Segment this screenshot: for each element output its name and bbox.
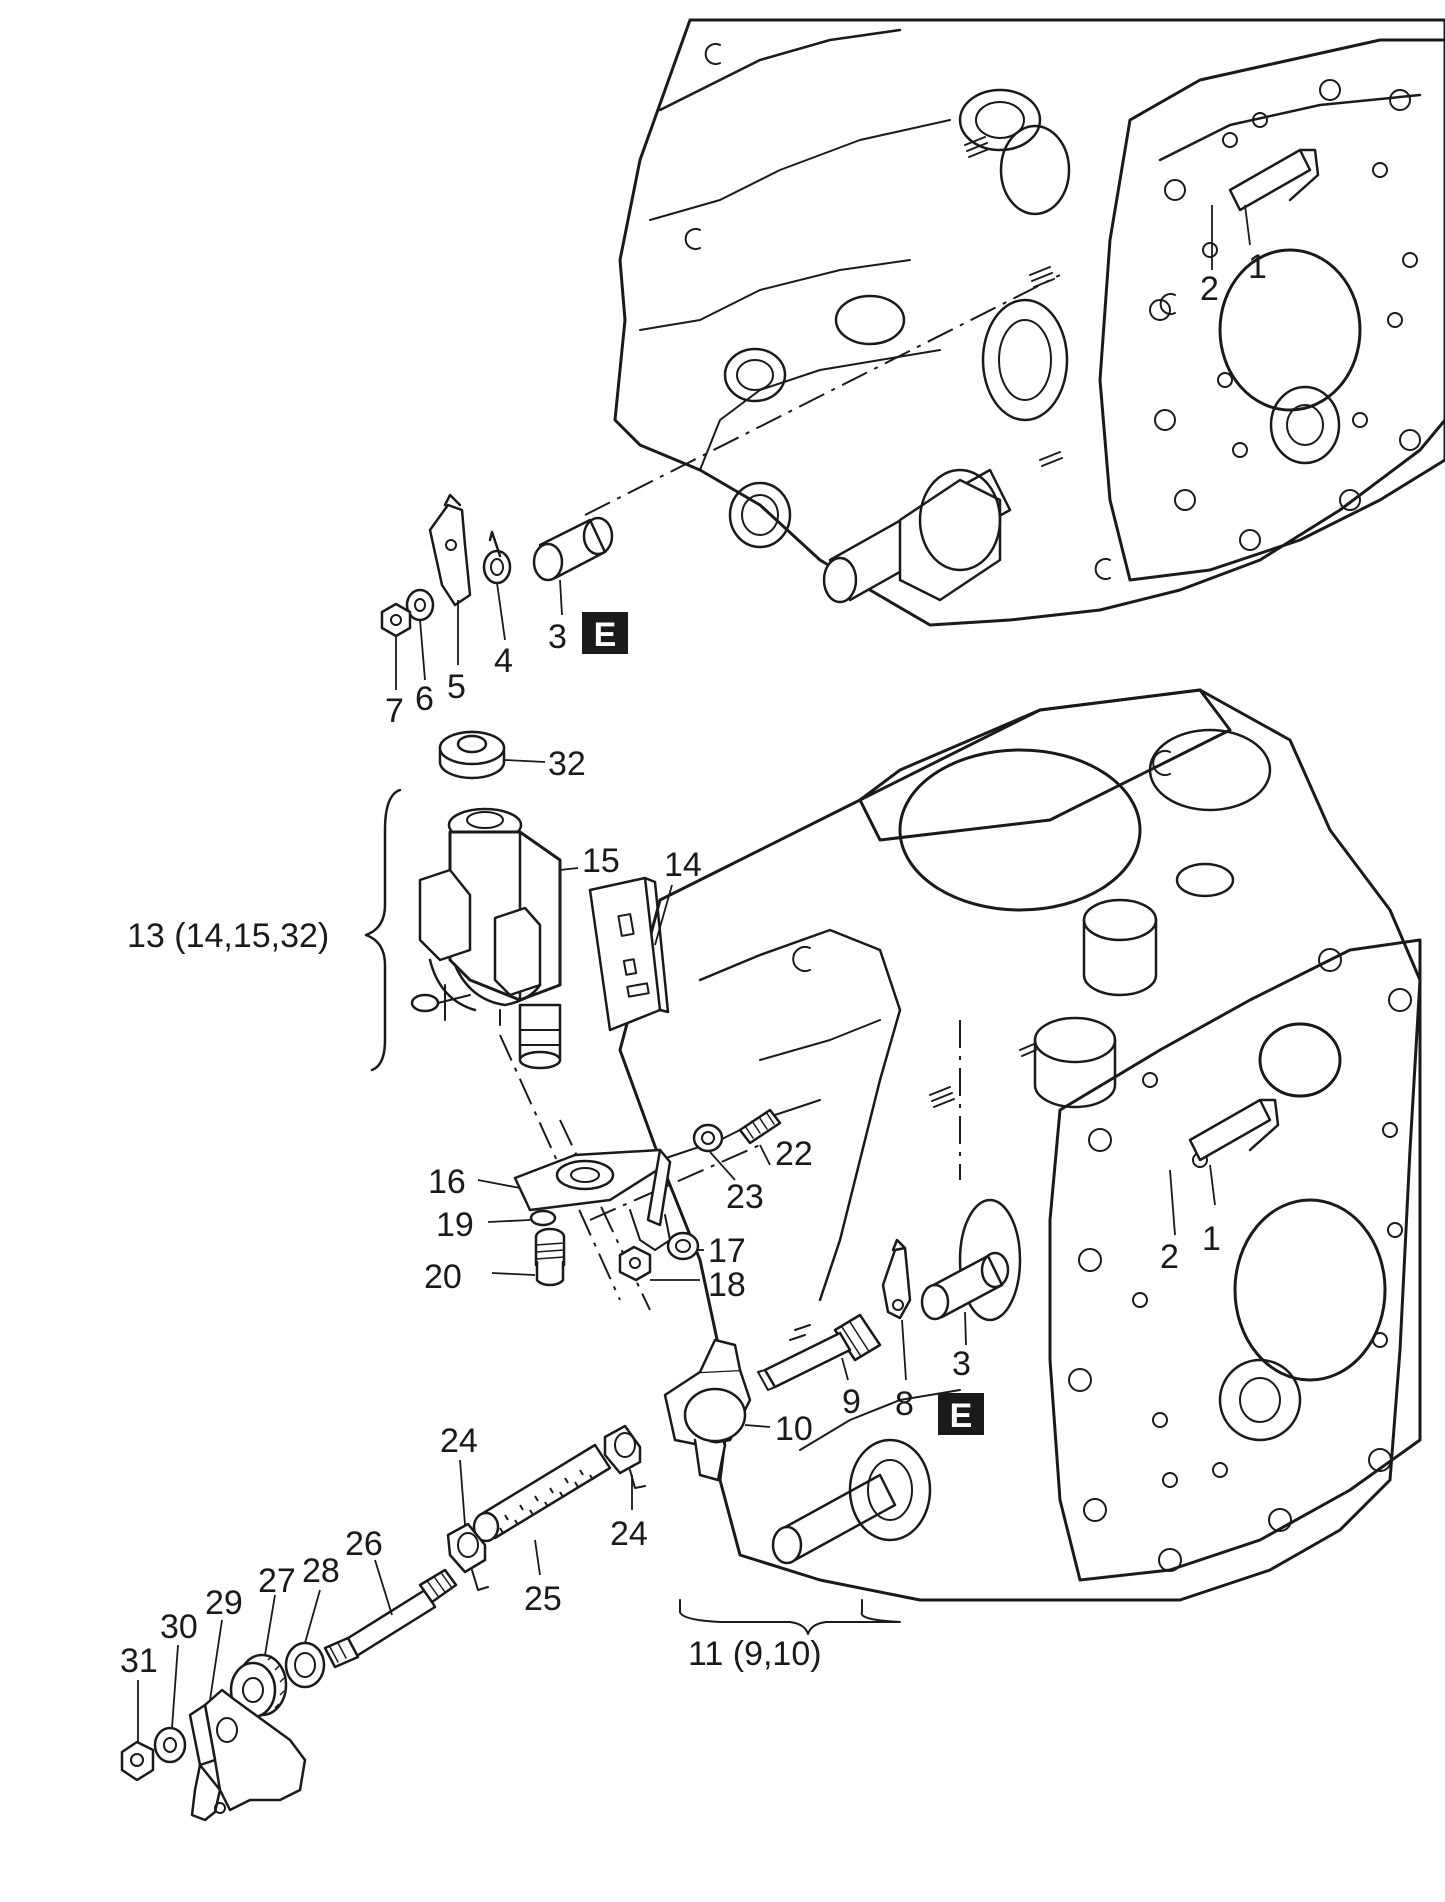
part-labels: 1 2 3 4 5 6 7 32 15 14 13 (14,15,32) 22 … (120, 248, 1267, 1680)
label-32: 32 (548, 745, 586, 783)
label-27: 27 (258, 1562, 296, 1600)
label-18: 18 (708, 1266, 746, 1304)
label-23: 23 (726, 1178, 764, 1216)
label-24-upper: 24 (440, 1422, 478, 1460)
mounting-parts (477, 1020, 961, 1311)
badge-e-lower: E (938, 1393, 984, 1435)
label-22: 22 (775, 1135, 813, 1173)
upper-housing (613, 18, 1445, 627)
label-20: 20 (424, 1258, 462, 1296)
label-15: 15 (582, 842, 620, 880)
label-8: 8 (895, 1385, 914, 1423)
label-25: 25 (524, 1580, 562, 1618)
label-31: 31 (120, 1642, 158, 1680)
speedo-drive-parts (663, 1238, 1010, 1635)
label-top-1: 1 (1248, 248, 1267, 286)
badge-e-lower-text: E (950, 1397, 973, 1435)
label-group-11: 11 (9,10) (688, 1635, 822, 1673)
badge-e-upper-text: E (594, 616, 617, 654)
label-19: 19 (436, 1206, 474, 1244)
label-group-13: 13 (14,15,32) (127, 917, 329, 955)
label-top-7: 7 (385, 692, 404, 730)
label-16: 16 (428, 1163, 466, 1201)
label-10: 10 (775, 1410, 813, 1448)
solenoid-assembly (364, 730, 673, 1072)
badge-e-upper: E (582, 612, 628, 654)
label-30: 30 (160, 1608, 198, 1646)
lower-housing (618, 688, 1422, 1602)
label-17: 17 (708, 1232, 746, 1270)
label-top-2: 2 (1200, 270, 1219, 308)
label-29: 29 (205, 1584, 243, 1622)
label-28: 28 (302, 1552, 340, 1590)
label-bottom-1: 1 (1202, 1220, 1221, 1258)
cable-parts (120, 1424, 646, 1822)
label-top-3: 3 (548, 618, 567, 656)
label-9: 9 (842, 1383, 861, 1421)
label-top-4: 4 (494, 642, 513, 680)
label-24-lower: 24 (610, 1515, 648, 1553)
label-26: 26 (345, 1525, 383, 1563)
label-bottom-2: 2 (1160, 1238, 1179, 1276)
label-14: 14 (664, 846, 702, 884)
upper-exploded-parts (380, 204, 1251, 690)
label-top-6: 6 (415, 680, 434, 718)
label-top-5: 5 (447, 668, 466, 706)
label-bottom-3: 3 (952, 1345, 971, 1383)
